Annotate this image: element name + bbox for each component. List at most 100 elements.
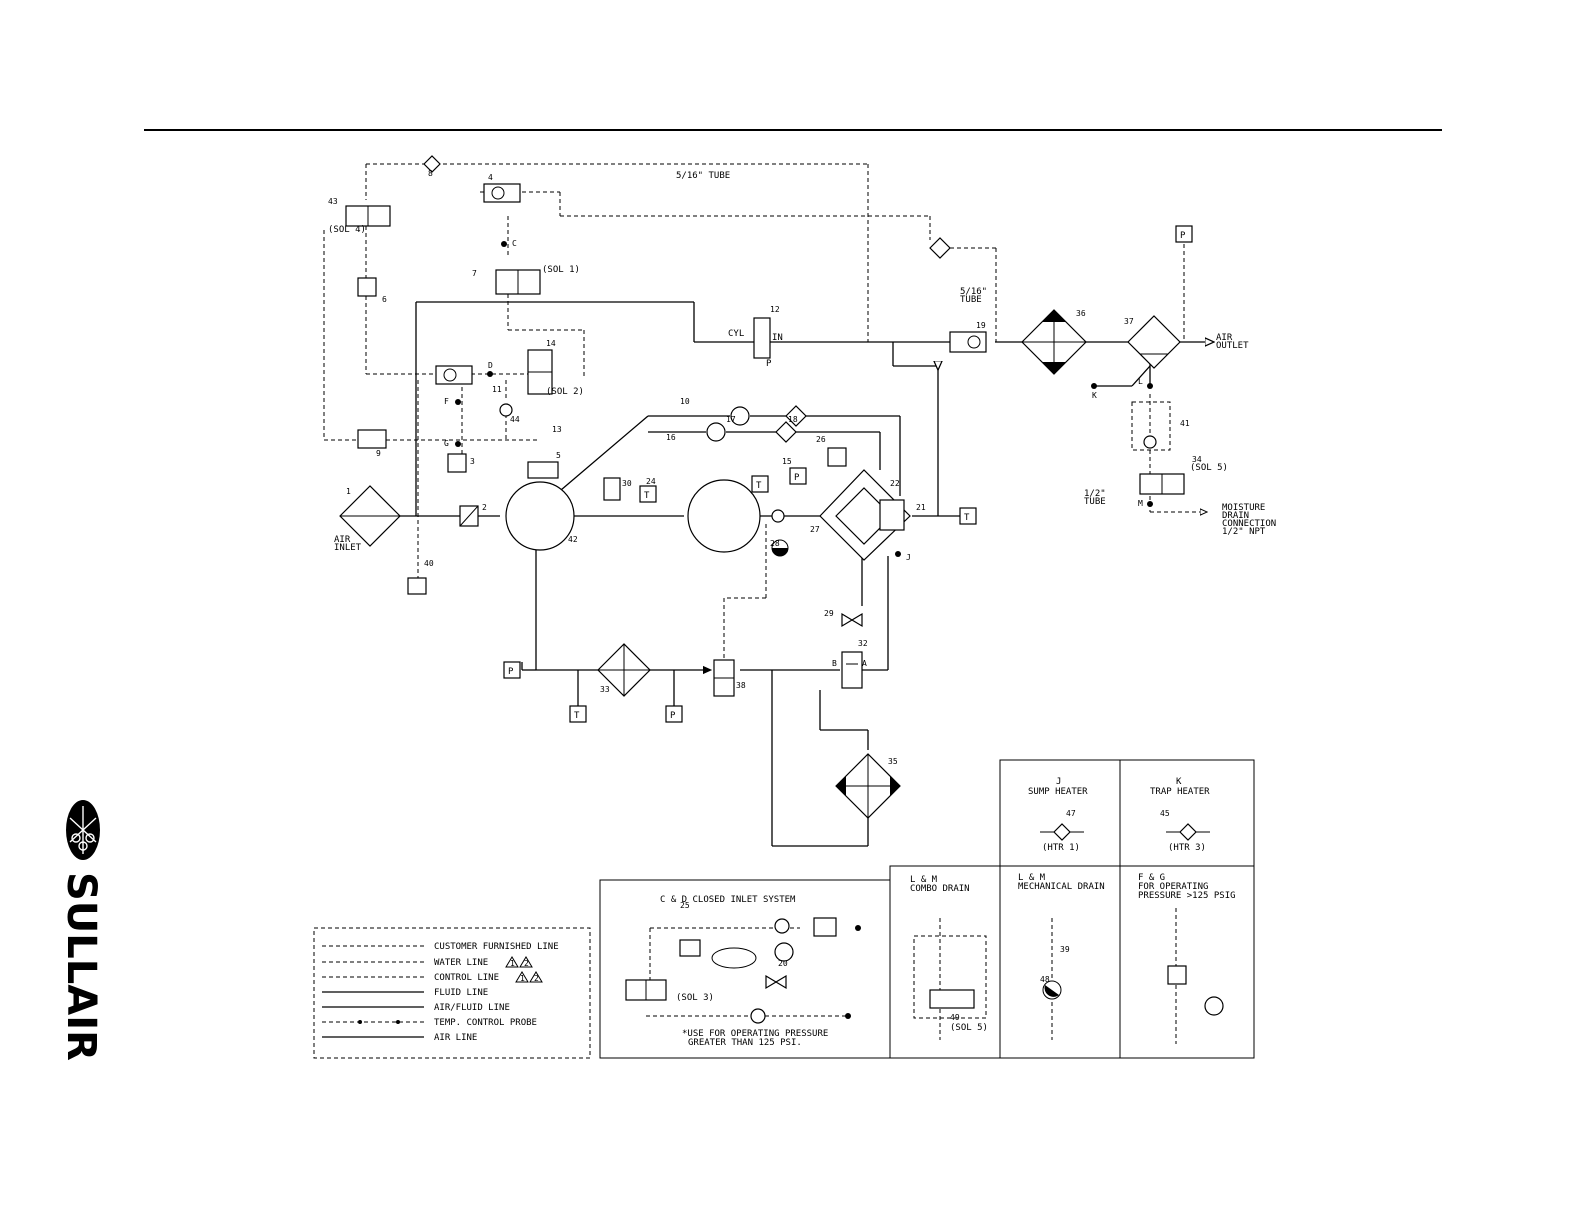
compressor-unit-second xyxy=(687,479,761,553)
svg-text:D: D xyxy=(488,361,493,370)
strainer-18 xyxy=(775,421,797,443)
svg-text:32: 32 xyxy=(858,639,868,648)
drain-trap-41 xyxy=(1131,401,1171,451)
svg-text:A: A xyxy=(862,659,867,668)
moisture-label-1: MOISTURE xyxy=(1222,503,1265,513)
closed-inlet-title: C & D CLOSED INLET SYSTEM xyxy=(660,895,796,905)
thermal-valve-38 xyxy=(713,659,735,697)
svg-text:19: 19 xyxy=(976,321,986,330)
main-air-lines xyxy=(384,301,1210,847)
svg-text:35: 35 xyxy=(888,757,898,766)
svg-text:M: M xyxy=(1138,499,1143,508)
sensor-t1: T xyxy=(751,475,769,493)
legend-item-fluid: FLUID LINE xyxy=(434,988,488,998)
svg-text:33: 33 xyxy=(600,685,610,694)
valve-12 xyxy=(753,317,771,359)
svg-text:14: 14 xyxy=(546,339,556,348)
sol4-label: (SOL 4) xyxy=(328,225,366,235)
strainer-18-upper xyxy=(785,405,807,427)
compressor-unit-42 xyxy=(505,481,575,551)
half-tube-label-1: 1/2" xyxy=(1084,489,1106,499)
svg-text:41: 41 xyxy=(1180,419,1190,428)
air-inlet-filter xyxy=(339,485,401,547)
closed-inlet-note-1: *USE FOR OPERATING PRESSURE xyxy=(682,1029,828,1039)
sump-heater-letter: J xyxy=(1056,777,1061,787)
tube-label-top: 5/16" TUBE xyxy=(676,171,730,181)
svg-text:25: 25 xyxy=(680,901,690,910)
brand-wordmark: SULLAIR xyxy=(58,872,104,1061)
svg-text:26: 26 xyxy=(816,435,826,444)
control-lines xyxy=(323,163,1204,660)
p-label: P xyxy=(766,359,772,369)
fg-title-3: PRESSURE >125 PSIG xyxy=(1138,891,1236,901)
junction-dots xyxy=(455,241,1153,557)
sol2-label: (SOL 2) xyxy=(546,387,584,397)
svg-text:K: K xyxy=(1092,391,1097,400)
svg-text:15: 15 xyxy=(782,457,792,466)
svg-text:22: 22 xyxy=(890,479,900,488)
solenoid-valve-2 xyxy=(527,349,553,395)
sensor-t3: T xyxy=(569,705,587,723)
in-label: IN xyxy=(772,333,783,343)
svg-text:47: 47 xyxy=(1066,809,1076,818)
strainer-8-top xyxy=(423,155,441,173)
connection-letters: C D F G J K L M A B xyxy=(444,239,1143,668)
fluid-filter-33 xyxy=(597,643,651,697)
fg-title-1: F & G xyxy=(1138,873,1165,883)
mech-drain-title-1: L & M xyxy=(1018,873,1046,883)
moisture-label-4: 1/2" NPT xyxy=(1222,527,1266,537)
tube-label-right-1: 5/16" xyxy=(960,287,987,297)
trap-heater-tag: (HTR 3) xyxy=(1168,843,1206,853)
svg-text:T: T xyxy=(644,491,650,501)
svg-text:P: P xyxy=(794,473,800,483)
svg-text:F: F xyxy=(444,397,449,406)
svg-text:11: 11 xyxy=(492,385,502,394)
air-outlet-label-1: AIR xyxy=(1216,333,1233,343)
legend-item-air: AIR LINE xyxy=(434,1033,477,1043)
svg-text:C: C xyxy=(512,239,517,248)
svg-text:16: 16 xyxy=(666,433,676,442)
svg-text:21: 21 xyxy=(916,503,926,512)
air-outlet-label-2: OUTLET xyxy=(1216,341,1249,351)
svg-text:37: 37 xyxy=(1124,317,1134,326)
sol1-label: (SOL 1) xyxy=(542,265,580,275)
svg-text:43: 43 xyxy=(328,197,338,206)
svg-text:2: 2 xyxy=(482,503,487,512)
svg-text:42: 42 xyxy=(568,535,578,544)
separator-tank xyxy=(819,469,911,561)
svg-text:17: 17 xyxy=(726,415,736,424)
inlet-valve xyxy=(459,505,479,527)
valve-6 xyxy=(357,277,377,297)
trap-heater-letter: K xyxy=(1176,777,1182,787)
svg-text:1: 1 xyxy=(520,974,525,983)
svg-text:3: 3 xyxy=(470,457,475,466)
min-pressure-valve-19 xyxy=(949,331,987,353)
svg-text:J: J xyxy=(906,553,911,562)
svg-text:28: 28 xyxy=(770,539,780,548)
svg-text:1: 1 xyxy=(346,487,351,496)
cyl-label: CYL xyxy=(728,329,744,339)
svg-text:10: 10 xyxy=(680,397,690,406)
sensor-p1: P xyxy=(789,467,807,485)
mech-drain-title-2: MECHANICAL DRAIN xyxy=(1018,882,1105,892)
sensor-p4: P xyxy=(665,705,683,723)
svg-text:30: 30 xyxy=(622,479,632,488)
svg-text:44: 44 xyxy=(510,415,520,424)
svg-text:T: T xyxy=(756,481,762,491)
trap-heater-title: TRAP HEATER xyxy=(1150,787,1210,797)
svg-text:20: 20 xyxy=(778,959,788,968)
legend-item-water: WATER LINE xyxy=(434,958,488,968)
sump-heater-title: SUMP HEATER xyxy=(1028,787,1088,797)
svg-text:T: T xyxy=(574,711,580,721)
svg-text:12: 12 xyxy=(770,305,780,314)
svg-text:45: 45 xyxy=(1160,809,1170,818)
sullair-logo: SULLAIR xyxy=(58,800,104,1061)
svg-text:T: T xyxy=(964,513,970,523)
sensor-p2: P xyxy=(1175,225,1193,243)
combo-drain-title-2: COMBO DRAIN xyxy=(910,884,970,894)
fg-title-2: FOR OPERATING xyxy=(1138,882,1208,892)
valve-30 xyxy=(603,477,621,501)
svg-text:9: 9 xyxy=(376,449,381,458)
